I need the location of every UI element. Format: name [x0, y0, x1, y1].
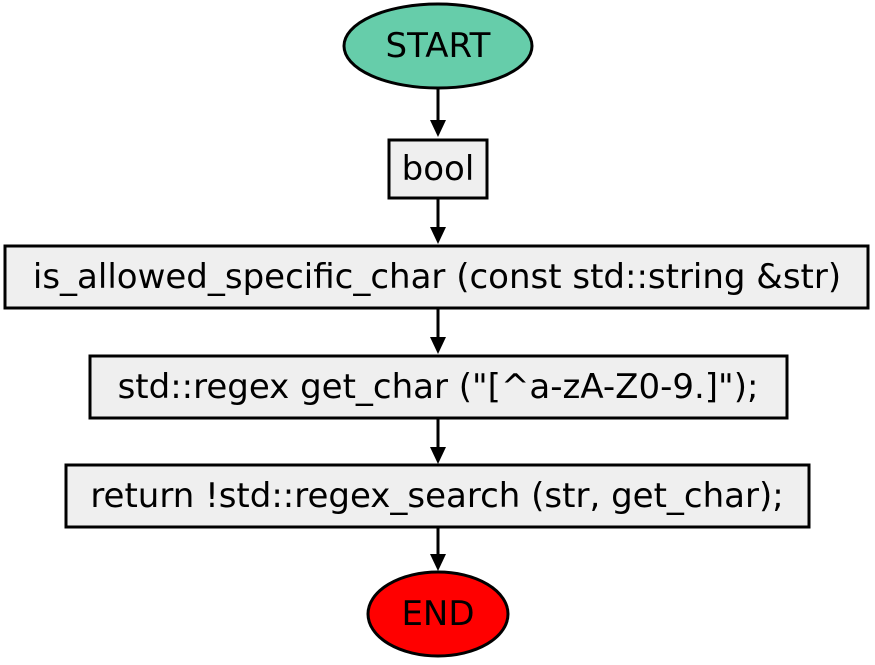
end-node: END: [366, 570, 510, 658]
start-node: START: [342, 2, 534, 90]
step-node-2: is_allowed_specific_char (const std::str…: [3, 244, 870, 310]
edge-start-to-step-1: [430, 88, 446, 137]
start-label: START: [386, 26, 491, 66]
step-label-3: std::regex get_char ("[^a-zA-Z0-9.]");: [118, 367, 759, 407]
step-box-3: [88, 354, 789, 420]
step-node-4: return !std::regex_search (str, get_char…: [64, 463, 811, 529]
step-label-1: bool: [402, 149, 475, 189]
step-node-1: bool: [387, 138, 489, 200]
edge-step-1-to-step-2: [430, 198, 446, 244]
edge-step-2-to-step-3: [430, 308, 446, 354]
step-label-2: is_allowed_specific_char (const std::str…: [33, 257, 841, 297]
step-box-1: [387, 138, 489, 200]
end-label: END: [401, 594, 474, 634]
step-node-3: std::regex get_char ("[^a-zA-Z0-9.]");: [88, 354, 789, 420]
end-ellipse: [366, 570, 510, 658]
edge-step-4-to-end: [430, 527, 446, 571]
edge-step-3-to-step-4: [430, 418, 446, 464]
step-label-4: return !std::regex_search (str, get_char…: [90, 476, 783, 516]
